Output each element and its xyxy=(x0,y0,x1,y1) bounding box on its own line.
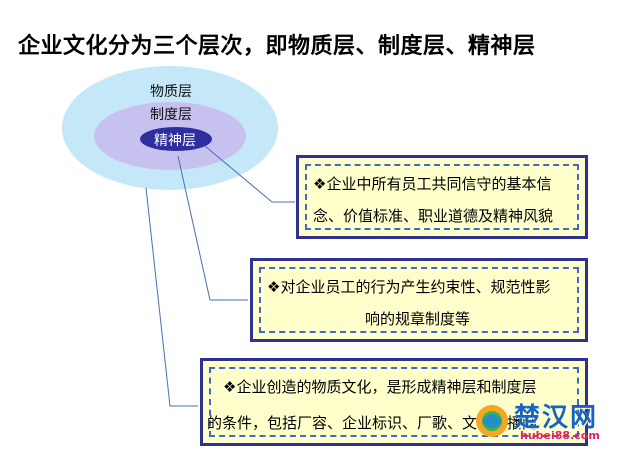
middle-layer-label: 制度层 xyxy=(150,107,192,123)
spirit-layer-text-2: 念、价值标准、职业道德及精神风貌 xyxy=(313,207,554,225)
system-layer-box-border xyxy=(259,267,579,333)
material-layer-box: ❖企业创造的物质文化，是形成精神层和制度层 的条件，包括厂容、企业标识、厂歌、文… xyxy=(200,358,588,446)
connector-system xyxy=(177,155,248,301)
spirit-layer-box-border xyxy=(305,164,579,230)
spirit-layer-text-1: ❖企业中所有员工共同信守的基本信 xyxy=(313,175,552,193)
connector-material xyxy=(145,187,198,407)
material-layer-text-2: 的条件，包括厂容、企业标识、厂歌、文化传播网 xyxy=(207,414,538,432)
system-layer-text-1: ❖对企业员工的行为产生约束性、规范性影 xyxy=(267,278,551,296)
inner-layer-ellipse xyxy=(140,127,212,151)
page-title: 企业文化分为三个层次，即物质层、制度层、精神层 xyxy=(18,34,536,59)
material-layer-text-1: ❖企业创造的物质文化，是形成精神层和制度层 xyxy=(223,378,537,396)
watermark: 楚汉网 hubei88.com xyxy=(472,397,620,445)
system-layer-text-2: 响的规章制度等 xyxy=(365,310,471,328)
inner-layer-label: 精神层 xyxy=(154,133,196,149)
spirit-layer-box: ❖企业中所有员工共同信守的基本信 念、价值标准、职业道德及精神风貌 xyxy=(296,155,588,239)
watermark-subtext: hubei88.com xyxy=(520,429,600,442)
material-layer-box-border xyxy=(209,367,579,437)
outer-layer-label: 物质层 xyxy=(150,84,192,100)
watermark-logo-icon xyxy=(476,405,508,437)
connector-spirit xyxy=(204,145,295,203)
watermark-text: 楚汉网 xyxy=(514,403,599,433)
system-layer-box: ❖对企业员工的行为产生约束性、规范性影 响的规章制度等 xyxy=(250,258,588,342)
